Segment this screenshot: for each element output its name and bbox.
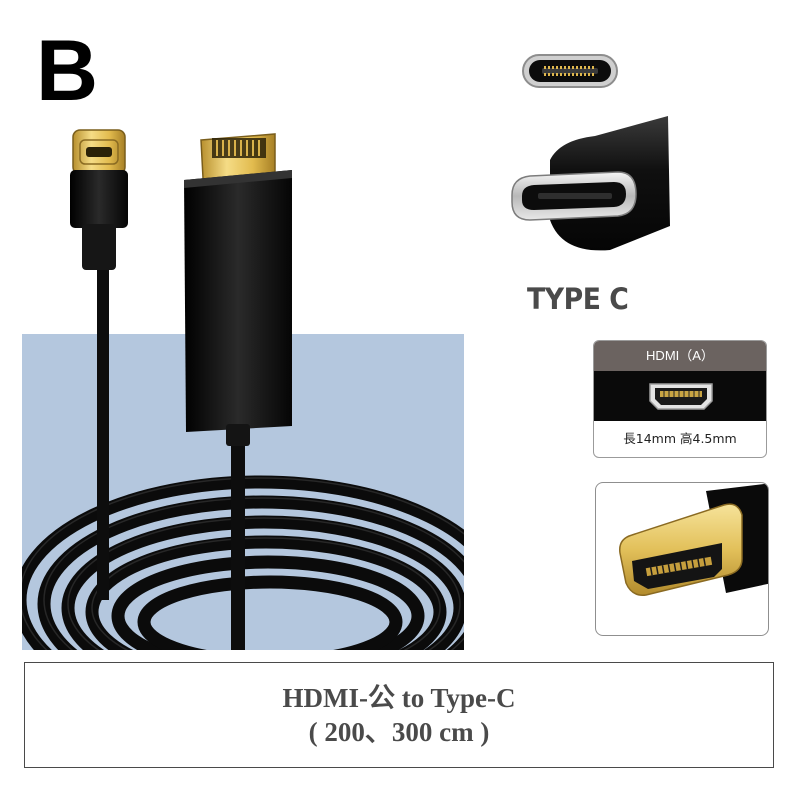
hdmi-spec-card: HDMI（A） 長14mm 高4.5mm xyxy=(593,340,767,458)
cable-coil xyxy=(111,555,425,650)
type-c-label: TYPE C xyxy=(527,282,629,316)
product-caption-box: HDMI-公 to Type-C ( 200、300 cm ) xyxy=(24,662,774,768)
hdmi-plug-closeup xyxy=(595,482,769,636)
type-c-port-icon xyxy=(522,54,618,88)
cable-coil xyxy=(22,475,464,650)
hdmi-port-icon xyxy=(649,383,713,410)
cable-coil xyxy=(137,575,403,650)
caption-lengths: ( 200、300 cm ) xyxy=(308,717,490,747)
type-c-plug-main xyxy=(70,129,128,270)
hdmi-plug-main xyxy=(184,133,292,446)
cable-product-illustration xyxy=(22,129,464,650)
caption-title: HDMI-公 to Type-C xyxy=(282,683,516,713)
type-c-plug-closeup xyxy=(511,116,670,251)
hdmi-port-diagram xyxy=(594,371,766,421)
hdmi-card-header: HDMI（A） xyxy=(594,341,766,371)
variant-label: B xyxy=(36,23,99,119)
hdmi-plug-closeup-image xyxy=(619,483,768,596)
hdmi-dimensions: 長14mm 高4.5mm xyxy=(623,431,737,446)
